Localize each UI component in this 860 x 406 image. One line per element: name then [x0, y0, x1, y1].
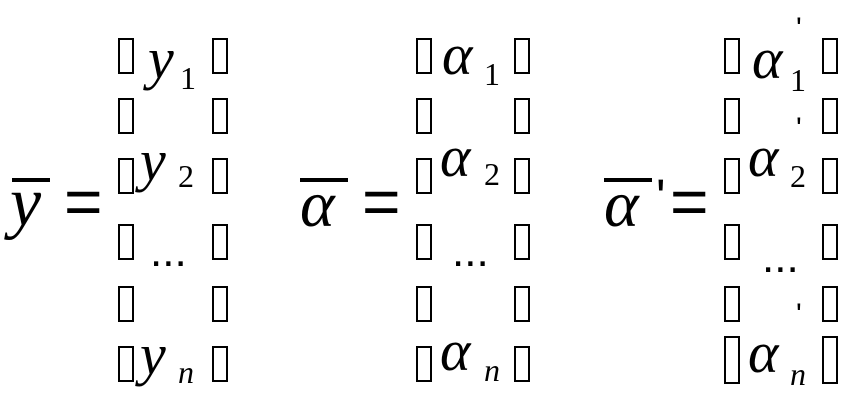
bracket-glyph-box — [212, 346, 228, 382]
entry-subscript: n — [178, 354, 194, 390]
entry-subscript: 2 — [790, 158, 806, 194]
bracket-glyph-box — [416, 98, 432, 134]
lhs-prime-mark: ' — [656, 169, 666, 225]
equals-sign: = — [670, 164, 709, 238]
bracket-glyph-box — [118, 98, 134, 134]
bracket-glyph-box — [822, 286, 838, 322]
entry-prime-mark: ' — [796, 112, 802, 145]
entry-ellipsis: ... — [762, 233, 799, 282]
bracket-glyph-box — [724, 224, 740, 260]
bracket-glyph-box — [212, 158, 228, 194]
entry-subscript: 1 — [484, 56, 500, 92]
overline-bar — [604, 178, 652, 182]
bracket-glyph-box — [724, 98, 740, 134]
entry-symbol: α — [752, 26, 783, 91]
bracket-glyph-box — [416, 224, 432, 260]
bracket-glyph-box — [118, 38, 134, 74]
bracket-glyph-box — [514, 38, 530, 74]
bracket-glyph-box — [724, 158, 740, 194]
overline-bar — [300, 178, 348, 182]
entry-ellipsis: ... — [452, 227, 489, 276]
entry-symbol: y — [140, 128, 166, 193]
entry-subscript: 1 — [180, 60, 196, 96]
bracket-glyph-box — [416, 286, 432, 322]
bracket-glyph-box — [822, 336, 838, 384]
entry-symbol: α — [440, 124, 471, 189]
equals-sign: = — [64, 164, 103, 238]
bracket-glyph-box — [212, 286, 228, 322]
entry-subscript: n — [484, 352, 500, 388]
bracket-glyph-box — [514, 98, 530, 134]
lhs-symbol-y: y — [10, 164, 42, 241]
entry-symbol: α — [442, 22, 473, 87]
entry-symbol: α — [748, 124, 779, 189]
lhs-symbol-alpha: α — [604, 168, 639, 241]
entry-symbol: α — [748, 320, 779, 385]
bracket-glyph-box — [416, 38, 432, 74]
bracket-glyph-box — [212, 38, 228, 74]
bracket-glyph-box — [118, 224, 134, 260]
bracket-glyph-box — [118, 286, 134, 322]
bracket-glyph-box — [212, 98, 228, 134]
bracket-glyph-box — [514, 346, 530, 382]
entry-prime-mark: ' — [796, 298, 802, 331]
entry-subscript: 2 — [484, 156, 500, 192]
bracket-glyph-box — [416, 346, 432, 382]
entry-prime-mark: ' — [796, 12, 802, 45]
entry-subscript: n — [790, 356, 806, 392]
entry-subscript: 1 — [790, 62, 806, 98]
entry-symbol: y — [148, 26, 174, 91]
bracket-glyph-box — [822, 158, 838, 194]
bracket-glyph-box — [212, 224, 228, 260]
bracket-glyph-box — [822, 38, 838, 74]
bracket-glyph-box — [724, 286, 740, 322]
overline-bar — [12, 178, 50, 182]
bracket-glyph-box — [118, 158, 134, 194]
bracket-glyph-box — [514, 286, 530, 322]
bracket-glyph-box — [724, 336, 740, 384]
bracket-glyph-box — [822, 98, 838, 134]
lhs-symbol-alpha: α — [300, 168, 335, 241]
entry-ellipsis: ... — [150, 227, 187, 276]
bracket-glyph-box — [724, 38, 740, 74]
bracket-glyph-box — [514, 158, 530, 194]
entry-subscript: 2 — [178, 158, 194, 194]
bracket-glyph-box — [416, 158, 432, 194]
equals-sign: = — [362, 164, 401, 238]
bracket-glyph-box — [118, 346, 134, 382]
bracket-glyph-box — [514, 224, 530, 260]
entry-symbol: α — [440, 318, 471, 383]
entry-symbol: y — [140, 322, 166, 387]
bracket-glyph-box — [822, 224, 838, 260]
